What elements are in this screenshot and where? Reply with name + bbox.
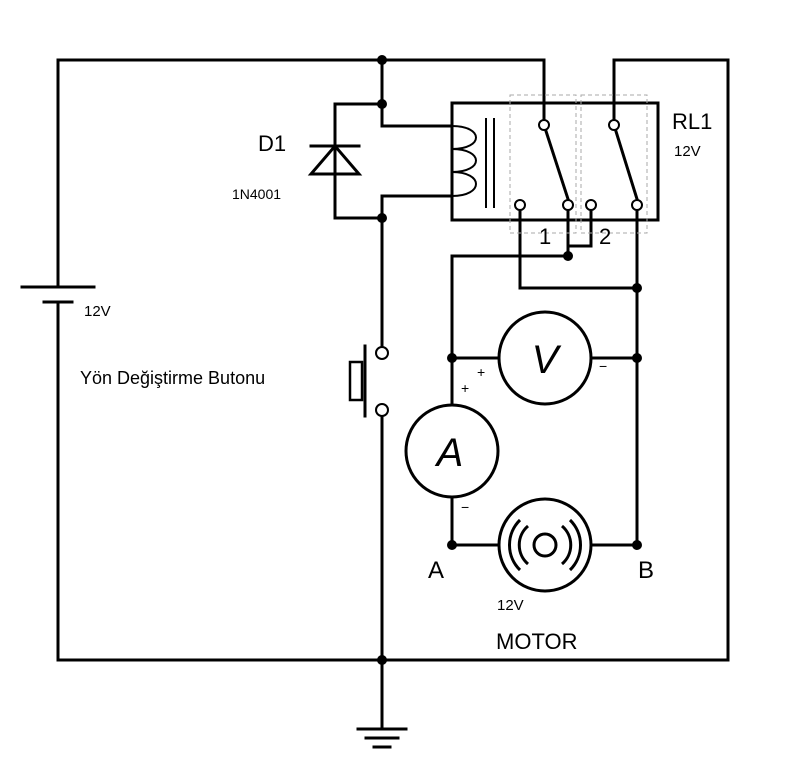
- diode-ref-label: D1: [258, 131, 286, 156]
- relay-voltage-label: 12V: [674, 143, 701, 160]
- voltmeter-minus-label: −: [599, 358, 607, 374]
- battery-voltage-label: 12V: [84, 303, 111, 320]
- motor-label: MOTOR: [496, 629, 577, 654]
- circuit-wires: [56, 58, 730, 730]
- diode-part-label: 1N4001: [232, 186, 281, 202]
- motor-terminal-b-label: B: [638, 557, 654, 584]
- ammeter-minus-label: −: [461, 499, 469, 515]
- battery-symbol: [20, 285, 96, 304]
- motor-voltage-label: 12V: [497, 597, 524, 614]
- relay-contact-1-label: 1: [539, 224, 551, 249]
- ground-symbol: [356, 727, 408, 749]
- push-button-symbol: [348, 344, 389, 418]
- junction-dots: [377, 55, 642, 665]
- ammeter-plus-label: +: [461, 380, 469, 396]
- motor-terminal-a-label: A: [428, 557, 444, 584]
- relay-contact-pins: [514, 119, 643, 211]
- relay-contact-2-label: 2: [599, 224, 611, 249]
- voltmeter-letter: V: [532, 338, 562, 382]
- diode-symbol: [307, 143, 363, 176]
- voltmeter-symbol: [497, 310, 593, 406]
- relay-body: [450, 94, 660, 234]
- push-button-label: Yön Değiştirme Butonu: [80, 368, 265, 388]
- motor-symbol: [497, 497, 593, 593]
- relay-ref-label: RL1: [672, 109, 712, 134]
- ammeter-symbol: [404, 403, 500, 499]
- ammeter-letter: A: [435, 431, 464, 475]
- voltmeter-plus-label: +: [477, 364, 485, 380]
